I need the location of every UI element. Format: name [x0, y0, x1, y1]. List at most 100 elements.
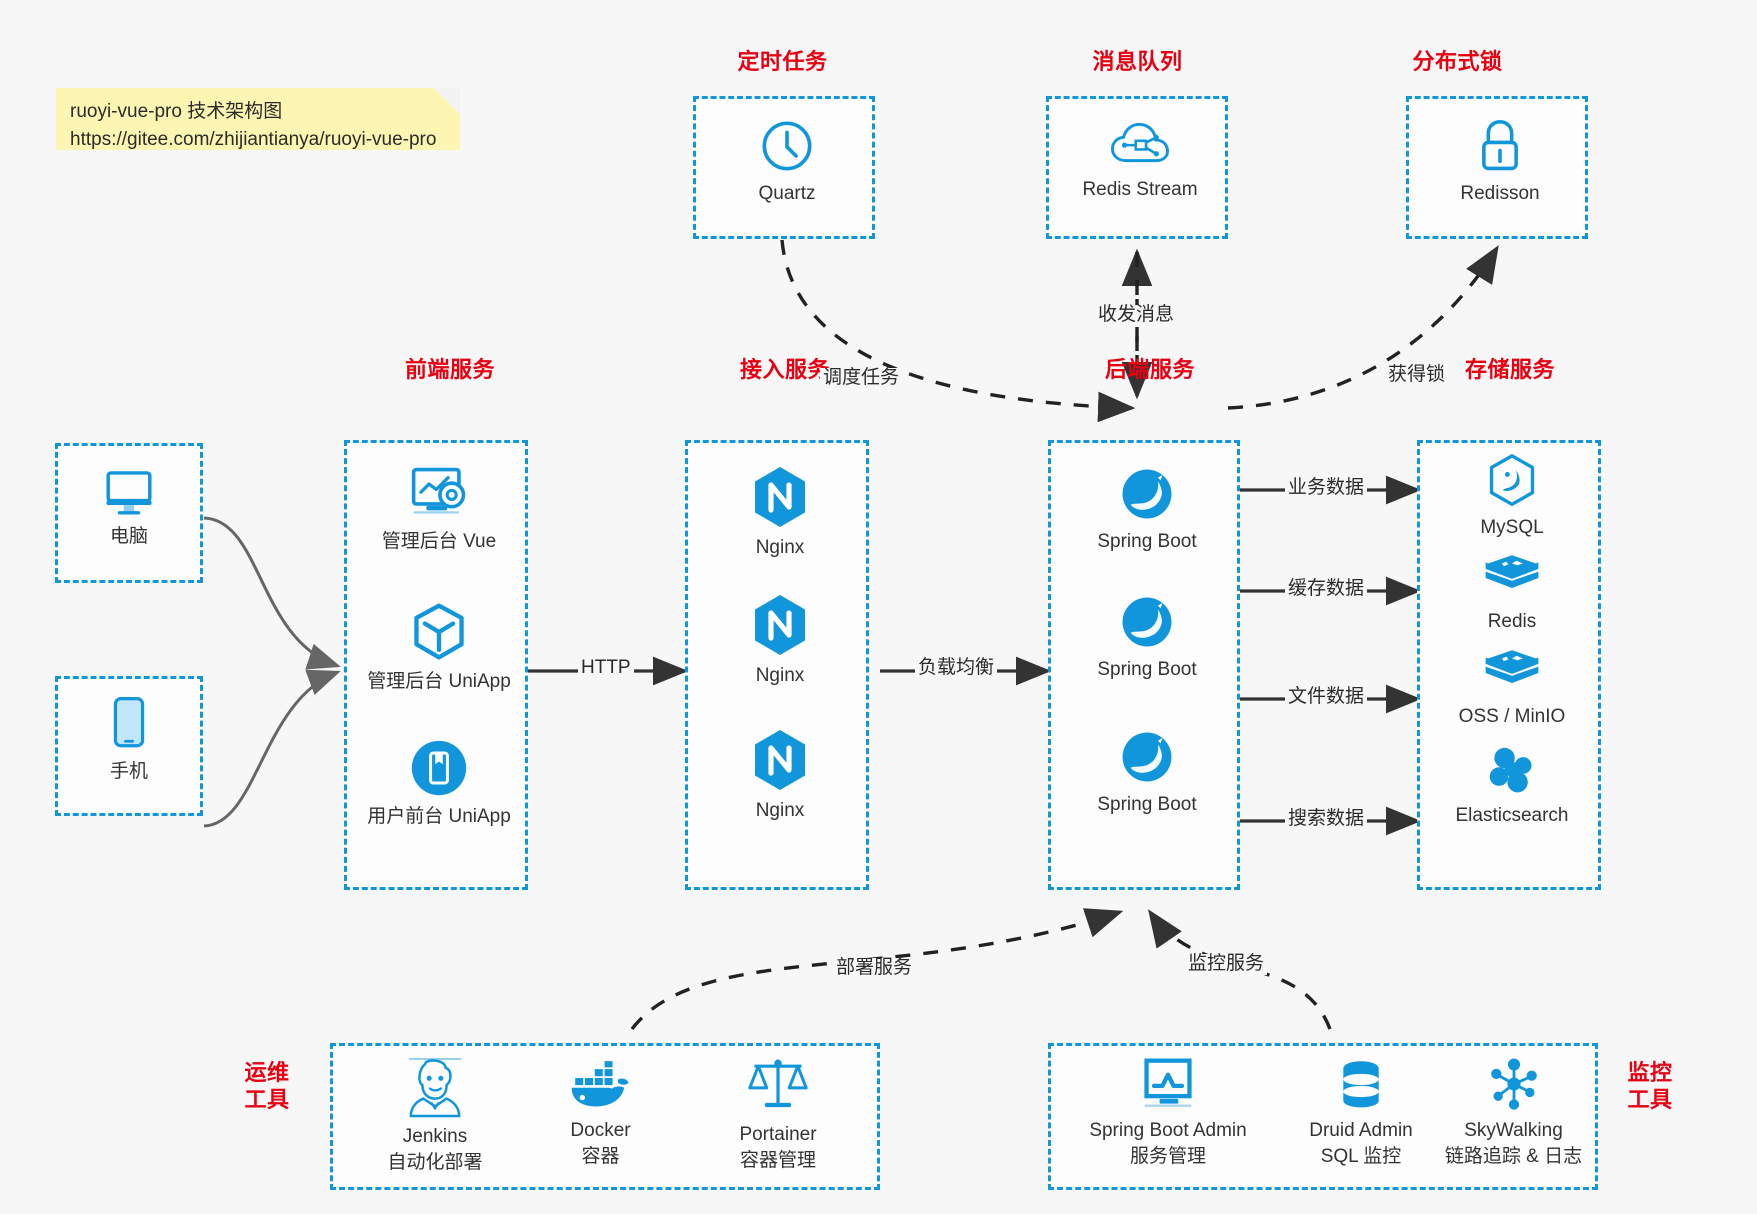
node-elasticsearch[interactable]: Elasticsearch: [1420, 745, 1604, 829]
edge-label-cache-data: 缓存数据: [1285, 578, 1368, 600]
node-docker[interactable]: Docker 容器: [518, 1060, 683, 1169]
node-quartz[interactable]: Quartz: [696, 117, 878, 207]
node-admin-uniapp[interactable]: 管理后台 UniApp: [347, 601, 531, 695]
edge-label-file-data: 文件数据: [1285, 686, 1368, 708]
node-label: Druid Admin: [1309, 1120, 1413, 1141]
cloud-stream-icon: [1110, 122, 1170, 163]
node-label: 用户前台 UniApp: [367, 806, 511, 827]
node-spring-boot-2[interactable]: Spring Boot: [1051, 593, 1243, 683]
node-spring-boot-admin[interactable]: Spring Boot Admin 服务管理: [1063, 1056, 1273, 1169]
oss-stack-icon: [1485, 650, 1539, 683]
node-label: Portainer: [739, 1124, 817, 1145]
node-nginx-1[interactable]: Nginx: [688, 465, 872, 561]
edge-label-deploy-service: 部署服务: [833, 957, 916, 979]
dashboard-settings-icon: [411, 467, 466, 514]
group-title-frontend: 前端服务: [404, 357, 495, 382]
group-title-gateway: 接入服务: [739, 357, 830, 382]
node-redisson[interactable]: Redisson: [1409, 117, 1591, 207]
nginx-icon: [755, 595, 805, 655]
group-box-desktop: 电脑: [55, 443, 203, 583]
node-redis[interactable]: Redis: [1420, 553, 1604, 635]
node-user-uniapp[interactable]: 用户前台 UniApp: [347, 738, 531, 830]
node-label: Redisson: [1460, 183, 1540, 204]
node-label: 管理后台 Vue: [381, 531, 497, 552]
edge-label-load-balance: 负载均衡: [915, 657, 998, 679]
edge-label-http: HTTP: [578, 657, 634, 679]
node-sublabel: 链路追踪 & 日志: [1444, 1145, 1583, 1167]
mobile-phone-icon: [113, 697, 145, 748]
node-label: Redis Stream: [1082, 179, 1198, 200]
group-title-monitor: 监控 工具: [1615, 1060, 1685, 1114]
sticky-note: ruoyi-vue-pro 技术架构图 https://gitee.com/zh…: [56, 88, 460, 150]
uniapp-cube-icon: [414, 603, 464, 660]
edge-label-monitor-service: 监控服务: [1185, 953, 1268, 975]
edge-label-search-data: 搜索数据: [1285, 808, 1368, 830]
node-label: SkyWalking: [1464, 1120, 1563, 1141]
wire-acquire-lock: [1227, 245, 1499, 410]
node-sublabel: 容器: [581, 1145, 620, 1167]
node-druid-admin[interactable]: Druid Admin SQL 监控: [1276, 1058, 1446, 1169]
node-skywalking[interactable]: SkyWalking 链路追踪 & 日志: [1426, 1058, 1601, 1169]
node-label: MySQL: [1480, 517, 1544, 538]
group-title-devops: 运维 工具: [232, 1060, 302, 1114]
group-title-devops-line1: 运维: [244, 1060, 290, 1085]
node-desktop[interactable]: 电脑: [58, 466, 200, 550]
mobile-app-icon: [411, 740, 467, 796]
group-box-mq: Redis Stream: [1046, 96, 1228, 239]
edge-label-business-data: 业务数据: [1285, 477, 1368, 499]
spring-boot-icon: [1122, 597, 1172, 647]
database-stack-icon: [1343, 1061, 1379, 1108]
desktop-monitor-icon: [106, 471, 152, 515]
edge-label-send-receive-message: 收发消息: [1095, 304, 1178, 326]
node-label: Spring Boot: [1097, 794, 1197, 815]
docker-whale-icon: [571, 1061, 629, 1107]
node-spring-boot-3[interactable]: Spring Boot: [1051, 728, 1243, 818]
node-label: Spring Boot: [1097, 531, 1197, 552]
group-box-backend: Spring Boot Spring Boot Spring Boot: [1048, 440, 1240, 890]
note-folded-corner: [434, 88, 460, 114]
node-mysql[interactable]: MySQL: [1420, 453, 1604, 541]
group-title-storage: 存储服务: [1464, 357, 1555, 382]
nginx-icon: [755, 730, 805, 790]
node-nginx-2[interactable]: Nginx: [688, 593, 872, 689]
group-title-mq: 消息队列: [1092, 49, 1183, 74]
node-jenkins[interactable]: Jenkins 自动化部署: [355, 1056, 515, 1175]
jenkins-butler-icon: [408, 1058, 462, 1118]
node-label: Spring Boot Admin: [1089, 1120, 1247, 1141]
node-sublabel: SQL 监控: [1320, 1145, 1402, 1167]
group-title-devops-line2: 工具: [244, 1086, 290, 1112]
node-label: Docker: [570, 1120, 631, 1141]
group-box-mobile: 手机: [55, 676, 203, 816]
node-admin-vue[interactable]: 管理后台 Vue: [347, 465, 531, 555]
spring-boot-icon: [1122, 469, 1172, 519]
node-spring-boot-1[interactable]: Spring Boot: [1051, 465, 1243, 555]
padlock-icon: [1482, 119, 1518, 171]
node-sublabel: 自动化部署: [387, 1151, 483, 1173]
node-label: 手机: [109, 761, 148, 782]
mysql-icon: [1489, 454, 1535, 506]
skywalking-node-icon: [1490, 1058, 1537, 1110]
spring-boot-icon: [1122, 732, 1172, 782]
node-label: Nginx: [755, 665, 805, 686]
group-box-storage: MySQL Redis OSS / MinIO: [1417, 440, 1601, 890]
wire-mobile-to-frontend: [203, 669, 341, 828]
wire-desktop-to-frontend: [203, 516, 341, 670]
node-redis-stream[interactable]: Redis Stream: [1049, 121, 1231, 203]
node-sublabel: 服务管理: [1129, 1145, 1206, 1167]
edge-label-schedule-task: 调度任务: [820, 367, 903, 389]
group-title-lock: 分布式锁: [1412, 49, 1503, 74]
elasticsearch-icon: [1489, 747, 1532, 793]
group-title-backend: 后端服务: [1104, 357, 1195, 382]
node-oss-minio[interactable]: OSS / MinIO: [1420, 648, 1604, 730]
portainer-scale-icon: [748, 1059, 808, 1108]
group-box-lock: Redisson: [1406, 96, 1588, 239]
node-label: Quartz: [758, 183, 816, 204]
node-sublabel: 容器管理: [739, 1149, 816, 1171]
note-title: ruoyi-vue-pro 技术架构图: [70, 101, 283, 122]
node-nginx-3[interactable]: Nginx: [688, 728, 872, 824]
node-mobile[interactable]: 手机: [58, 695, 200, 785]
node-label: Spring Boot: [1097, 659, 1197, 680]
edge-label-acquire-lock: 获得锁: [1385, 364, 1449, 386]
node-portainer[interactable]: Portainer 容器管理: [688, 1054, 868, 1173]
